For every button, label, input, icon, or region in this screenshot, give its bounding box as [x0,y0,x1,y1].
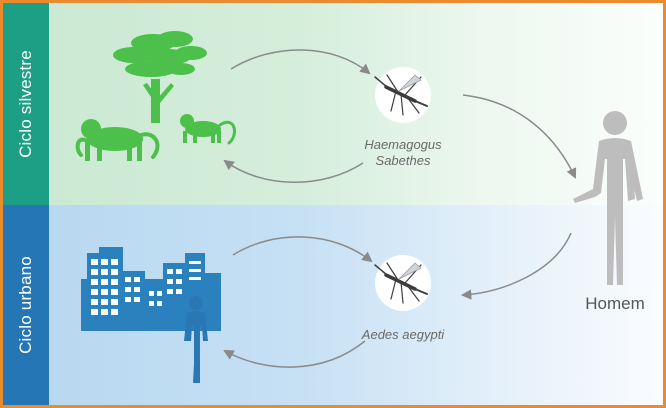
arrow-vector-to-human [462,94,577,179]
arrow-urban-vector-to-host [223,340,366,368]
arrow-sylvan-vector-to-host [223,159,364,183]
diagram-art: Haemagogus Sabethes [75,31,645,383]
person-icon [184,296,208,383]
monkey-icon [180,114,236,145]
arrow-human-to-urban-vector [460,232,572,300]
human-silhouette-icon [573,111,643,285]
mosquito-icon [374,67,431,123]
sylvan-cycle-band [3,3,663,205]
sylvan-cycle-tab: Ciclo silvestre [3,3,49,205]
host-label: Homem [585,294,645,313]
monkey-icon [75,119,160,161]
urban-cycle-tab: Ciclo urbano [3,205,49,405]
arrow-urban-host-to-vector [232,236,373,263]
mosquito-icon [374,255,431,311]
tree-icon [113,31,207,123]
arrow-sylvan-host-to-vector [230,49,371,75]
urban-vector-label: Aedes aegypti [361,327,446,342]
sylvan-vector-label-2: Sabethes [376,153,431,168]
sylvan-vector-label-1: Haemagogus [364,137,442,152]
